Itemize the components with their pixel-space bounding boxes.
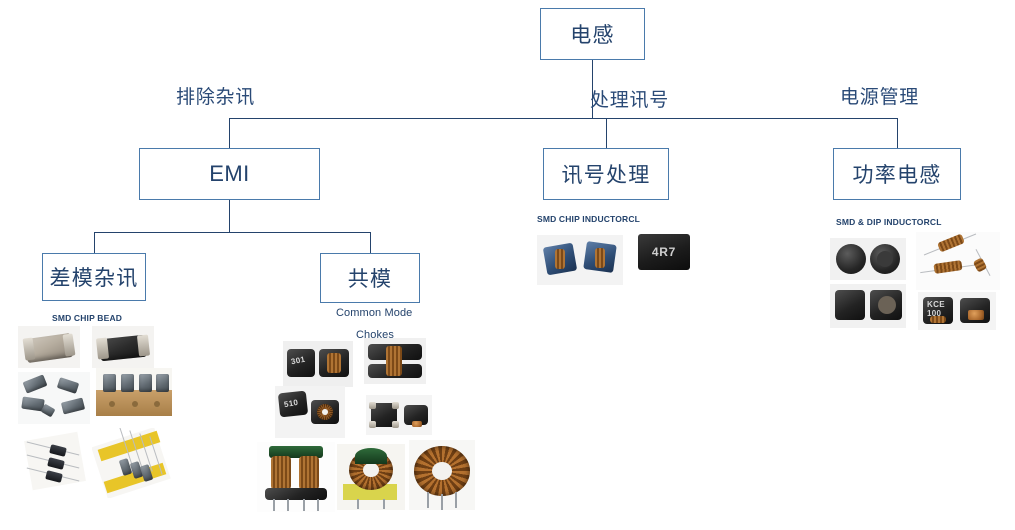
caption-common-mode: Common Mode — [336, 307, 413, 319]
connector-main-bus — [229, 118, 898, 119]
photo-chip-bead-black — [92, 326, 154, 368]
photo-taped-axial-beads — [92, 428, 172, 498]
photo-toroid-choke-yellow-pcb — [337, 444, 405, 510]
photo-choke-510-pair: 510 — [275, 386, 345, 438]
node-differential-mode-label: 差模杂讯 — [49, 267, 139, 290]
caption-smd-dip-inductor: SMD & DIP INDUCTORCL — [836, 217, 942, 227]
caption-smd-chip-bead: SMD CHIP BEAD — [52, 313, 123, 323]
connector-emi-down — [229, 200, 230, 232]
connector-emi-bus — [94, 232, 370, 233]
photo-axial-beads-card — [22, 430, 88, 492]
edge-label-power-management: 电源管理 — [840, 87, 920, 108]
node-common-mode-label: 共模 — [347, 268, 393, 291]
photo-smd-power-inductor-pair: KCE 100 — [918, 292, 996, 330]
photo-choke-301-pair: 301 — [283, 341, 353, 387]
photo-chip-inductor-blue-pair — [537, 235, 623, 285]
node-emi-label: EMI — [209, 161, 250, 186]
photo-smd-choke-pair — [366, 395, 432, 435]
node-signal-label: 讯号处理 — [561, 164, 651, 187]
photo-axial-power-inductors — [916, 232, 1000, 290]
marking-100: 100 — [927, 309, 942, 318]
photo-toroid-choke-bare — [409, 440, 475, 510]
node-power-label: 功率电感 — [852, 164, 942, 187]
photo-taped-beads-on-carrier — [96, 368, 172, 416]
photo-drum-inductor-pair-top — [830, 238, 906, 280]
node-signal-processing[interactable]: 讯号处理 — [543, 148, 669, 200]
photo-choke-large-pair — [364, 338, 426, 384]
marking-4r7: 4R7 — [651, 245, 677, 259]
node-differential-mode[interactable]: 差模杂讯 — [42, 253, 146, 301]
connector-root-down — [592, 60, 593, 118]
photo-loose-smd-beads — [18, 372, 90, 424]
photo-chip-bead-tan — [18, 326, 80, 368]
caption-smd-chip-inductor: SMD CHIP INDUCTORCL — [537, 214, 641, 224]
connector-bus-to-cm — [370, 232, 371, 253]
node-power-inductor[interactable]: 功率电感 — [833, 148, 961, 200]
edge-label-signal-handling: 处理讯号 — [590, 90, 670, 111]
photo-chip-inductor-4r7: 4R7 — [638, 234, 690, 270]
node-root-label: 电感 — [570, 24, 615, 47]
marking-kce: KCE — [927, 300, 945, 309]
connector-bus-to-dm — [94, 232, 95, 253]
photo-drum-inductor-pair-bottom — [830, 284, 906, 328]
connector-bus-to-power — [897, 118, 898, 148]
node-emi[interactable]: EMI — [139, 148, 320, 200]
node-common-mode[interactable]: 共模 — [320, 253, 420, 303]
connector-bus-to-signal — [606, 118, 607, 148]
node-inductor-root[interactable]: 电感 — [540, 8, 645, 60]
connector-bus-to-emi — [229, 118, 230, 148]
photo-dip-choke-ei-core — [257, 442, 335, 512]
edge-label-noise-suppression: 排除杂讯 — [176, 87, 256, 108]
